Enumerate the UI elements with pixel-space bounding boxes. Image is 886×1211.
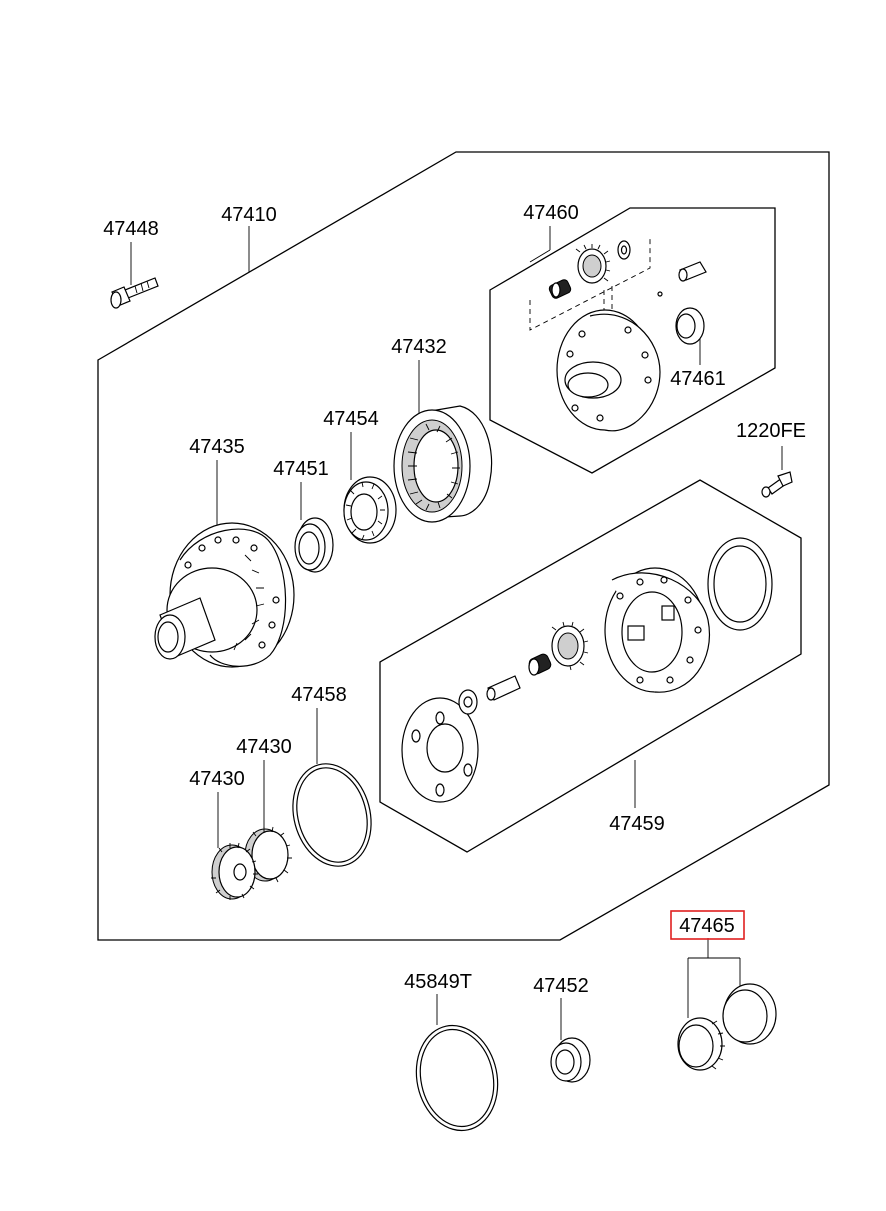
subassembly-47460-parts bbox=[529, 238, 707, 432]
label-47465[interactable]: 47465 bbox=[679, 915, 735, 937]
label-47448[interactable]: 47448 bbox=[103, 218, 159, 240]
main-assembly-outline bbox=[97, 151, 830, 941]
o-ring-45849t bbox=[415, 1024, 499, 1132]
bolt-1220fe bbox=[761, 471, 793, 498]
label-47451[interactable]: 47451 bbox=[273, 458, 329, 480]
subassembly-47459-parts bbox=[401, 537, 773, 803]
label-47461[interactable]: 47461 bbox=[670, 368, 726, 390]
subassembly-47460-outline bbox=[489, 207, 776, 474]
label-47452[interactable]: 47452 bbox=[533, 975, 589, 997]
label-47410[interactable]: 47410 bbox=[221, 204, 277, 226]
label-47430-upper[interactable]: 47430 bbox=[236, 736, 292, 758]
bearing-47465 bbox=[677, 983, 777, 1071]
label-45849t[interactable]: 45849T bbox=[404, 971, 472, 993]
washer-47451 bbox=[294, 517, 334, 573]
label-47454[interactable]: 47454 bbox=[323, 408, 379, 430]
selected-part-highlight bbox=[670, 910, 745, 940]
bearing-47454 bbox=[343, 476, 397, 544]
label-47458[interactable]: 47458 bbox=[291, 684, 347, 706]
snap-ring-47458 bbox=[292, 763, 372, 867]
differential-case-47435 bbox=[154, 522, 295, 668]
washer-47452 bbox=[550, 1037, 591, 1083]
label-47430-lower[interactable]: 47430 bbox=[189, 768, 245, 790]
label-47459[interactable]: 47459 bbox=[609, 813, 665, 835]
bolt-47448 bbox=[110, 277, 159, 309]
label-47435[interactable]: 47435 bbox=[189, 436, 245, 458]
label-47432[interactable]: 47432 bbox=[391, 336, 447, 358]
ring-gear-47432 bbox=[393, 405, 493, 523]
label-47460[interactable]: 47460 bbox=[523, 202, 579, 224]
gears-47430 bbox=[211, 826, 292, 900]
label-1220fe[interactable]: 1220FE bbox=[736, 420, 806, 442]
subassembly-47459-outline bbox=[379, 479, 802, 853]
